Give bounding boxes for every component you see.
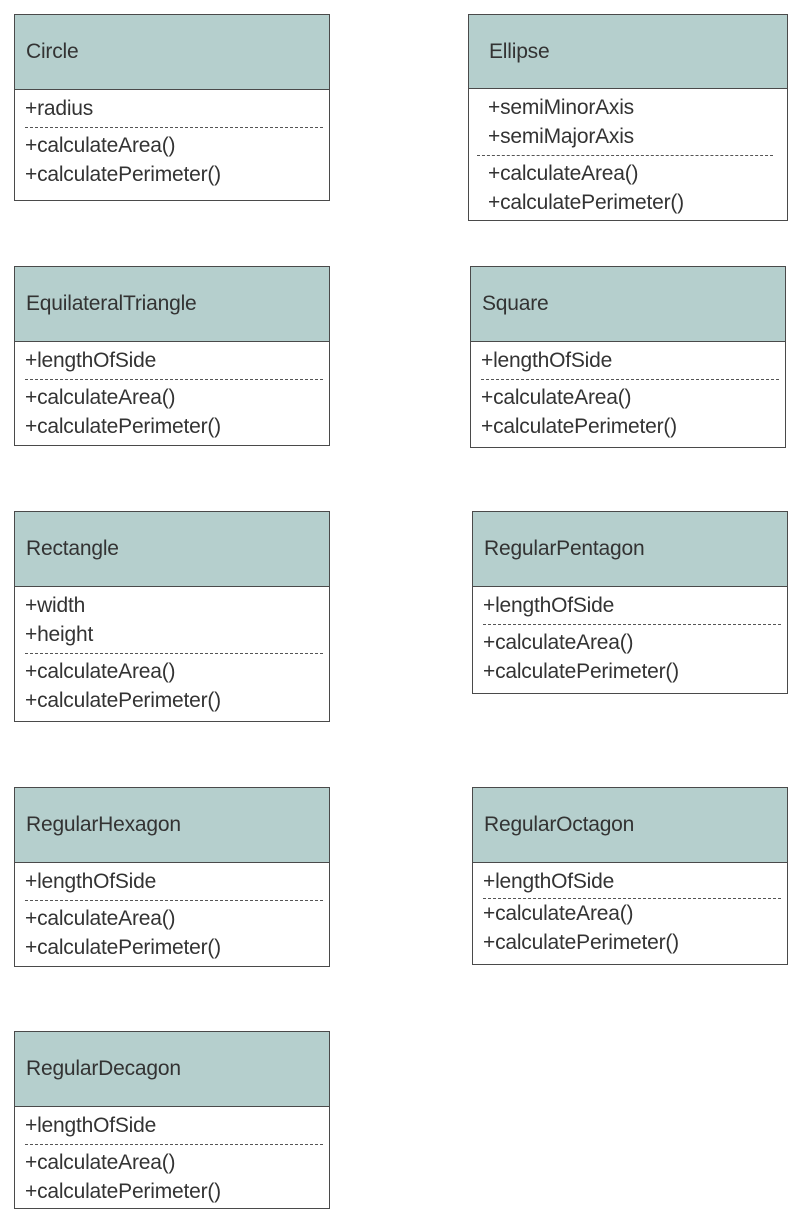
class-name: EquilateralTriangle [15,267,329,342]
uml-class-square: Square +lengthOfSide +calculateArea() +c… [470,266,786,448]
compartment-divider [25,653,323,654]
operation: +calculateArea() [25,386,176,409]
compartment-divider [25,1144,323,1145]
uml-class-rectangle: Rectangle +width +height +calculateArea(… [14,511,330,722]
operation: +calculateArea() [25,1151,176,1174]
attribute: +lengthOfSide [25,1114,157,1137]
operation: +calculatePerimeter() [481,415,677,438]
uml-class-regular-decagon: RegularDecagon +lengthOfSide +calculateA… [14,1031,330,1209]
attribute: +lengthOfSide [481,349,613,372]
attribute: +lengthOfSide [25,870,157,893]
operation: +calculatePerimeter() [483,931,679,954]
attribute: +radius [25,97,94,120]
uml-class-equilateral-triangle: EquilateralTriangle +lengthOfSide +calcu… [14,266,330,446]
class-name: RegularPentagon [473,512,787,587]
class-name: RegularHexagon [15,788,329,863]
class-name: Ellipse [469,15,787,89]
operation: +calculatePerimeter() [25,936,221,959]
operation: +calculateArea() [25,660,176,683]
class-name: RegularDecagon [15,1032,329,1107]
uml-class-regular-hexagon: RegularHexagon +lengthOfSide +calculateA… [14,787,330,967]
attributes-section: +lengthOfSide [473,587,787,622]
attributes-section: +lengthOfSide [15,1107,329,1142]
attributes-section: +width +height [15,587,329,651]
operations-section: +calculateArea() +calculatePerimeter() [15,1147,329,1212]
operation: +calculateArea() [483,631,634,654]
uml-class-circle: Circle +radius +calculateArea() +calcula… [14,14,330,201]
uml-class-ellipse: Ellipse +semiMinorAxis +semiMajorAxis +c… [468,14,788,221]
operation: +calculatePerimeter() [483,660,679,683]
uml-class-regular-pentagon: RegularPentagon +lengthOfSide +calculate… [472,511,788,694]
attribute: +lengthOfSide [483,594,615,617]
operations-section: +calculateArea() +calculatePerimeter() [471,382,785,447]
attributes-section: +radius [15,90,329,125]
class-name: RegularOctagon [473,788,787,863]
class-name: Circle [15,15,329,90]
compartment-divider [483,898,781,899]
operations-section: +calculateArea() +calculatePerimeter() [473,627,787,692]
attributes-section: +semiMinorAxis +semiMajorAxis [469,89,787,153]
compartment-divider [483,624,781,625]
operation: +calculateArea() [25,907,176,930]
class-name: Rectangle [15,512,329,587]
attributes-section: +lengthOfSide [15,863,329,898]
operations-section: +calculateArea() +calculatePerimeter() [469,158,787,223]
operation: +calculateArea() [25,134,176,157]
class-name: Square [471,267,785,342]
operation: +calculateArea() [481,386,632,409]
operations-section: +calculateArea() +calculatePerimeter() [15,130,329,195]
attributes-section: +lengthOfSide [471,342,785,377]
attributes-section: +lengthOfSide [15,342,329,377]
attribute: +lengthOfSide [25,349,157,372]
compartment-divider [481,379,779,380]
operation: +calculatePerimeter() [25,163,221,186]
uml-class-regular-octagon: RegularOctagon +lengthOfSide +calculateA… [472,787,788,965]
operations-section: +calculateArea() +calculatePerimeter() [15,656,329,721]
attribute: +width [25,594,86,617]
operations-section: +calculateArea() +calculatePerimeter() [15,382,329,447]
compartment-divider [25,127,323,128]
operation: +calculatePerimeter() [488,191,684,214]
operations-section: +calculateArea() +calculatePerimeter() [15,903,329,968]
attribute: +height [25,623,94,646]
operation: +calculatePerimeter() [25,689,221,712]
compartment-divider [25,379,323,380]
operation: +calculatePerimeter() [25,1180,221,1203]
operation: +calculateArea() [483,902,634,925]
operations-section: +calculateArea() +calculatePerimeter() [473,899,787,963]
operation: +calculateArea() [488,162,639,185]
attribute: +semiMajorAxis [488,125,634,148]
operation: +calculatePerimeter() [25,415,221,438]
attribute: +semiMinorAxis [488,96,634,119]
compartment-divider [25,900,323,901]
compartment-divider [477,155,773,156]
attribute: +lengthOfSide [483,870,615,893]
attributes-section: +lengthOfSide [473,863,787,898]
